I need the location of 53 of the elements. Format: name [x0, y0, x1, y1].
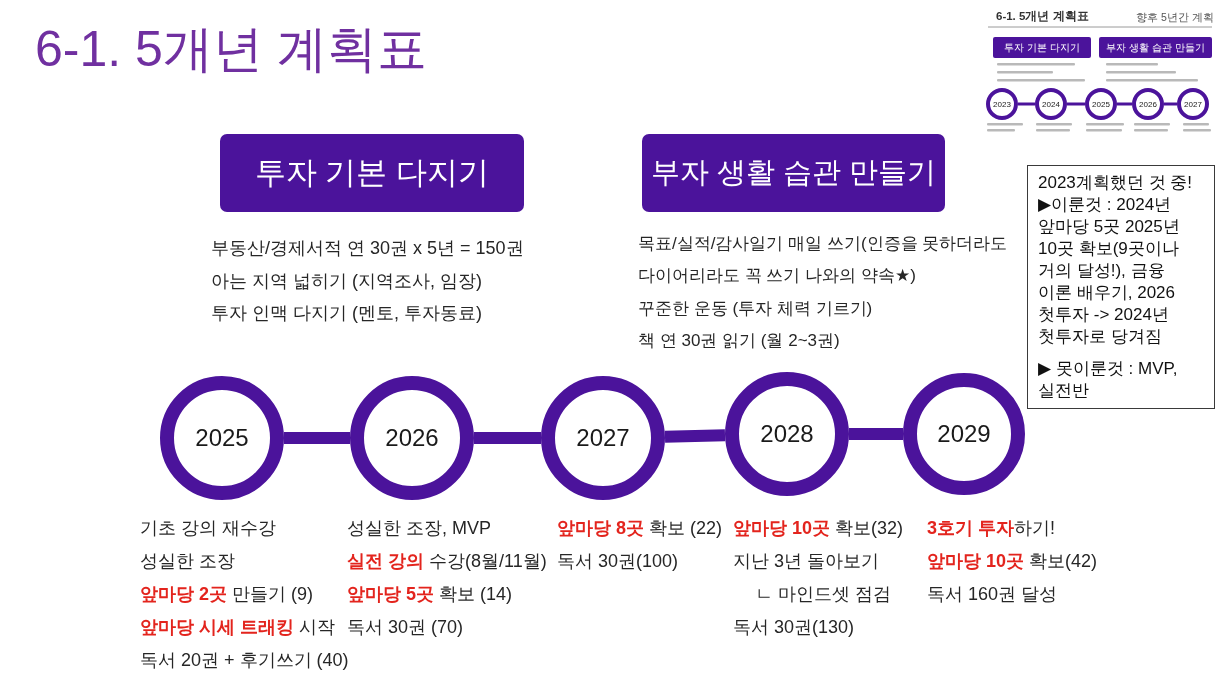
year-circle: 2025 — [160, 376, 284, 500]
note-text: ▶이룬것 : 2024년 앞마당 5곳 2025년 10곳 확보(9곳이나 거의 달성!), 금융 이론 배우기, 2026 첫투자 -> 2024년 첫투자로 당겨짐 — [1038, 194, 1181, 348]
connector-line — [474, 432, 541, 444]
year-circle: 2026 — [1132, 88, 1164, 120]
milestone-text: 앞마당 10곳 확보(42) — [927, 550, 1098, 573]
connector-line — [1018, 102, 1035, 106]
year-circle: 2025 — [1085, 88, 1117, 120]
milestone-text: 앞마당 5곳 확보 (14) — [347, 583, 513, 606]
milestone-text: 앞마당 2곳 만들기 (9) — [140, 583, 314, 606]
year-circle: 2027 — [541, 376, 665, 500]
connector-line — [849, 428, 903, 440]
milestone-text: 독서 160권 달성 — [927, 583, 1058, 606]
milestone-text: 기초 강의 재수강 — [140, 517, 276, 540]
year-circle: 2029 — [903, 373, 1025, 495]
milestone-text: 앞마당 10곳 확보(32) — [733, 517, 904, 540]
goal-text: 꾸준한 운동 (투자 체력 기르기) — [638, 297, 873, 320]
page-title: 6-1. 5개년 계획표 — [35, 20, 427, 78]
connector-line — [1164, 102, 1177, 106]
milestone-text: 지난 3년 돌아보기 — [733, 550, 879, 573]
note-text: 2023계획했던 것 중! — [1038, 172, 1193, 194]
thumbnail-title: 6-1. 5개년 계획표 — [996, 9, 1089, 24]
year-circle: 2023 — [986, 88, 1018, 120]
goal-text: 투자 인맥 다지기 (멘토, 투자동료) — [211, 302, 482, 325]
milestone-text: 앞마당 시세 트래킹 시작 — [140, 616, 336, 639]
goal-text: 부동산/경제서적 연 30권 x 5년 = 150권 — [211, 237, 524, 260]
milestone-text: ㄴ 마인드셋 점검 — [755, 583, 891, 606]
milestone-text: 독서 30권 (70) — [347, 616, 464, 639]
milestone-text: 독서 30권(100) — [557, 550, 679, 573]
year-circle: 2024 — [1035, 88, 1067, 120]
note-text: ▶ 못이룬것 : MVP, 실전반 — [1038, 358, 1179, 402]
milestone-text: 성실한 조장, MVP — [347, 517, 491, 540]
goal-text: 아는 지역 넓히기 (지역조사, 임장) — [211, 269, 482, 293]
thumbnail-subtitle: 향후 5년간 계획 — [1136, 10, 1214, 24]
connector-line — [1067, 102, 1085, 106]
year-circle: 2026 — [350, 376, 474, 500]
goal-text: 목표/실적/감사일기 매일 쓰기(인증을 못하더라도 다이어리라도 꼭 쓰기 나와의 약속★) — [638, 233, 1009, 288]
milestone-text: 실전 강의 수강(8월/11월) — [347, 550, 547, 573]
milestone-text: 3호기 투자하기! — [927, 517, 1056, 540]
milestone-text: 독서 20권 + 후기쓰기 (40) — [140, 649, 349, 672]
note-card — [1027, 165, 1215, 409]
connector-line — [664, 429, 726, 443]
heading-banner: 투자 기본 다지기 — [993, 37, 1091, 58]
heading-banner: 투자 기본 다지기 — [220, 134, 524, 212]
connector-line — [1117, 102, 1132, 106]
goal-text: 책 연 30권 읽기 (월 2~3권) — [638, 329, 840, 352]
heading-banner: 부자 생활 습관 만들기 — [642, 134, 945, 212]
year-circle: 2028 — [725, 372, 849, 496]
connector-line — [284, 432, 350, 444]
milestone-text: 독서 30권(130) — [733, 616, 855, 639]
heading-banner: 부자 생활 습관 만들기 — [1099, 37, 1212, 58]
year-circle: 2027 — [1177, 88, 1209, 120]
milestone-text: 성실한 조장 — [140, 550, 235, 573]
milestone-text: 앞마당 8곳 확보 (22) — [557, 517, 723, 540]
